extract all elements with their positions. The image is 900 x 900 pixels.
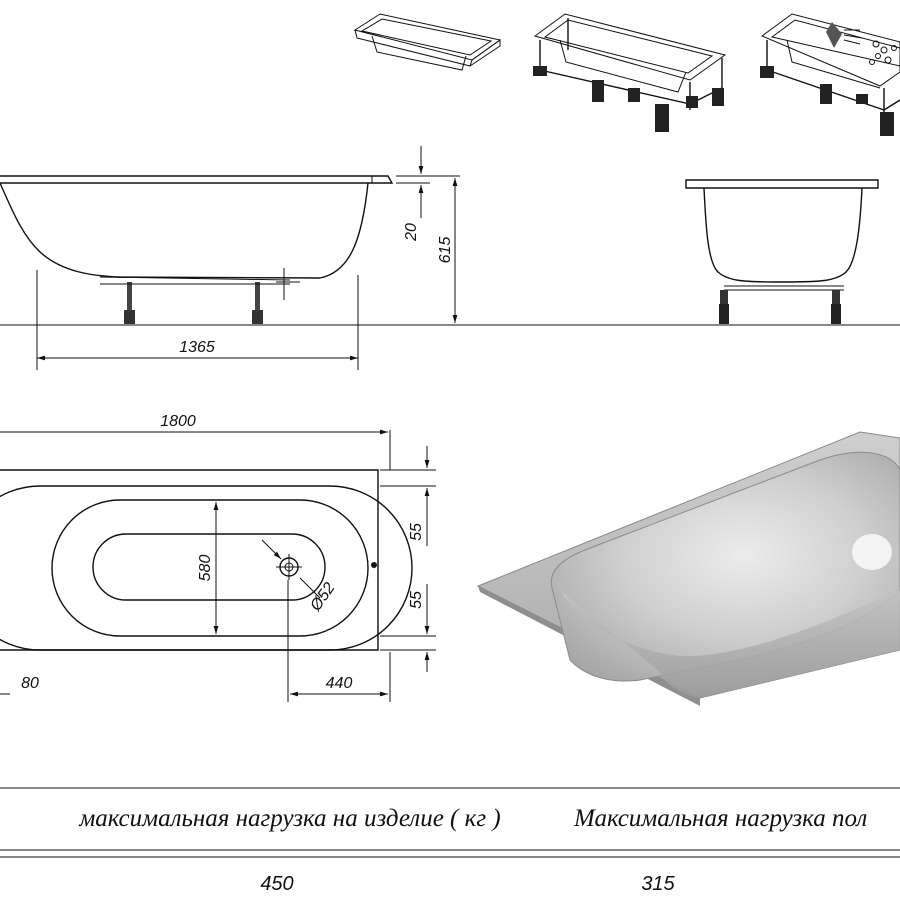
bathtub-with-frame-icon [533, 13, 727, 132]
bathtub-with-hydromassage-icon [760, 13, 900, 136]
support-legs [100, 282, 290, 324]
rim-edge [40, 485, 413, 651]
rim-top-dimension: 55 [408, 523, 425, 541]
drain: Ø52 [261, 539, 339, 615]
left-offset-dimension: 80 [21, 675, 39, 692]
basin-bottom [92, 533, 326, 601]
drain-offset-dimension: 440 [326, 675, 353, 692]
table-value-max-floor-load: 315 [641, 873, 675, 895]
end-profile [703, 187, 863, 283]
bathtub-icon [353, 13, 502, 71]
rim-bottom-dimension: 55 [408, 591, 425, 609]
top-view: Ø52 1800 580 55 55 440 80 [0, 413, 436, 702]
length-dimension: 1800 [160, 413, 196, 430]
leg-span-dimension: 1365 [179, 339, 215, 356]
table-header-max-floor-load: Максимальная нагрузка пол [573, 805, 867, 832]
width-dimension: 580 [197, 555, 214, 582]
end-view [685, 179, 879, 324]
drain-diameter-dimension: Ø52 [307, 580, 339, 615]
side-view: 1365 20 615 [0, 146, 900, 370]
table-header-max-load: максимальная нагрузка на изделие ( кг ) [78, 805, 500, 832]
load-table: максимальная нагрузка на изделие ( кг ) … [0, 787, 900, 895]
tub-profile [0, 182, 369, 279]
table-value-max-load: 450 [260, 873, 293, 895]
total-height-dimension: 615 [437, 237, 454, 264]
basin-outer [51, 499, 369, 637]
bathtub-3d-render [476, 431, 900, 706]
rim-height-dimension: 20 [403, 223, 420, 242]
